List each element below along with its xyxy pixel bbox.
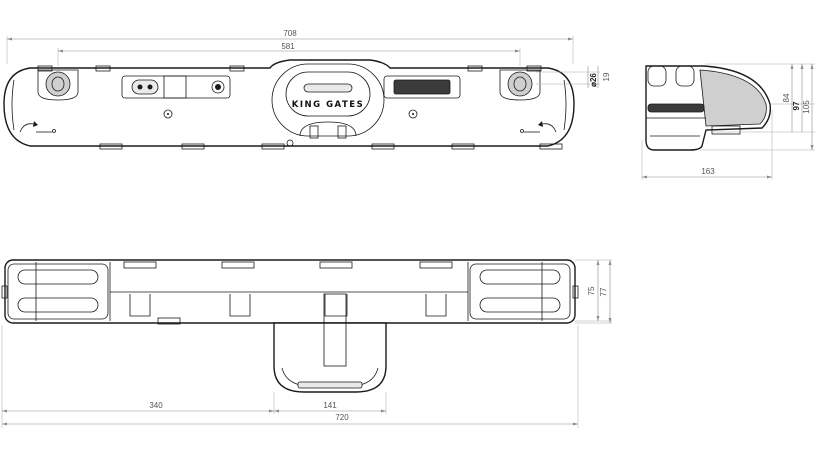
dim-label-side-h2: 97 bbox=[792, 101, 801, 110]
right-panel bbox=[383, 75, 461, 99]
front-view-body bbox=[3, 59, 575, 147]
right-end-cap bbox=[469, 262, 579, 321]
dim-label-motor-width: 141 bbox=[323, 401, 337, 410]
central-logo-housing: KING GATES bbox=[271, 63, 385, 147]
motor-housing bbox=[273, 293, 387, 393]
dim-label-depth: 163 bbox=[701, 167, 715, 176]
dim-label-overall-width: 708 bbox=[283, 29, 297, 38]
left-end-cap bbox=[1, 262, 109, 321]
dim-label-top-h1: 75 bbox=[587, 286, 596, 295]
right-release-symbol bbox=[520, 121, 557, 133]
right-wheel-housing bbox=[499, 69, 541, 101]
dim-label-side-h3: 105 bbox=[802, 100, 811, 114]
dim-label-offset: 340 bbox=[149, 401, 163, 410]
dim-label-track-width: 581 bbox=[281, 42, 295, 51]
dim-label-height-small: 19 bbox=[602, 72, 611, 81]
brand-logo: KING GATES bbox=[292, 100, 364, 110]
top-view-body bbox=[4, 259, 576, 324]
left-wheel-housing bbox=[37, 69, 79, 101]
top-view: 75 77 340 141 720 bbox=[1, 259, 612, 428]
side-view: 84 97 105 163 bbox=[641, 63, 815, 180]
dim-label-diameter: ⌀26 bbox=[589, 73, 598, 87]
left-release-symbol bbox=[19, 121, 56, 133]
dim-label-overall-length: 720 bbox=[335, 413, 349, 422]
dim-label-side-h1: 84 bbox=[782, 93, 791, 102]
front-view: 708 581 bbox=[3, 29, 611, 150]
dim-label-top-h2: 77 bbox=[599, 287, 608, 296]
